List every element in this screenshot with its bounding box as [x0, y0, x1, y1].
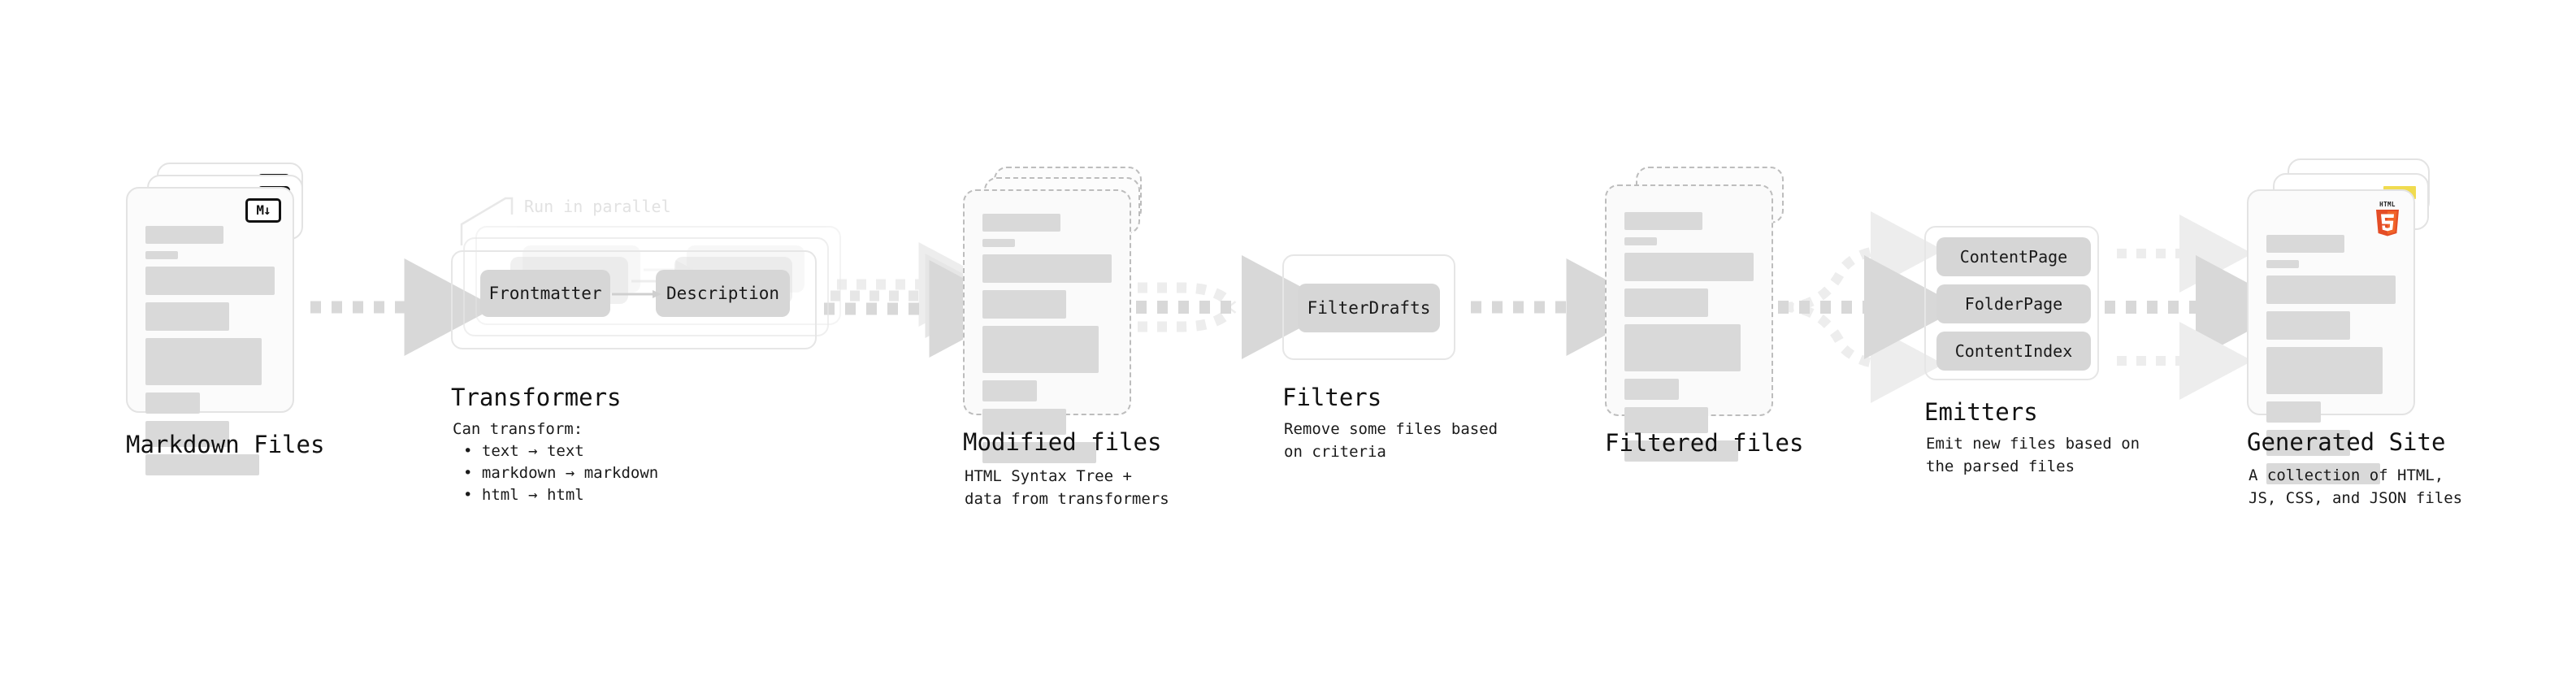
card-bar — [2266, 235, 2344, 253]
markdown-card-body — [145, 226, 275, 483]
filter-chip-filterdrafts[interactable]: FilterDrafts — [1298, 284, 1440, 332]
card-bar — [145, 421, 230, 447]
card-bar — [1624, 324, 1741, 371]
transformers-list-item-1: • markdown → markdown — [463, 464, 659, 482]
card-bar — [2266, 463, 2380, 484]
modified-files-description: HTML Syntax Tree + data from transformer… — [965, 467, 1169, 508]
filtered-card-body — [1624, 212, 1754, 469]
card-bar — [982, 254, 1112, 283]
card-bar — [982, 409, 1067, 435]
transformers-list-item-2: • html → html — [463, 486, 584, 504]
run-in-parallel-label: Run in parallel — [524, 197, 671, 216]
card-bar — [1624, 407, 1709, 433]
card-bar — [1624, 237, 1657, 245]
run-in-parallel-bracket — [460, 197, 514, 245]
filters-caption: Filters — [1282, 384, 1382, 411]
card-bar — [2266, 347, 2383, 394]
connector-modified-to-filters — [1136, 255, 1339, 359]
card-bar — [1624, 379, 1679, 400]
card-bar — [145, 454, 259, 475]
emitters-caption: Emitters — [1924, 398, 2038, 426]
generated-card-body — [2266, 235, 2396, 492]
modified-card-body — [982, 214, 1112, 471]
card-bar — [982, 239, 1015, 247]
transformers-caption: Transformers — [451, 384, 622, 411]
card-bar — [2266, 275, 2396, 304]
modified-card-front — [963, 189, 1131, 463]
modified-files-caption: Modified files — [963, 428, 1162, 456]
transformer-chip-description[interactable]: Description — [656, 270, 790, 317]
card-bar — [1624, 440, 1738, 462]
transformer-layer-front[interactable]: Frontmatter Description — [451, 250, 817, 349]
card-bar — [982, 380, 1037, 401]
card-bar — [145, 338, 262, 385]
card-bar — [145, 226, 223, 244]
generated-site-card-stack: CSS HTML — [2247, 158, 2450, 484]
filtered-card-front — [1605, 184, 1773, 462]
emitter-chip-contentindex[interactable]: ContentIndex — [1936, 332, 2091, 371]
card-bar — [982, 290, 1067, 319]
emitters-group-box[interactable]: ContentPage FolderPage ContentIndex — [1924, 226, 2099, 380]
filters-group-box[interactable]: FilterDrafts — [1282, 254, 1455, 360]
markdown-files-card-stack: M↓ M↓ M↓ — [126, 163, 321, 475]
card-bar — [2266, 311, 2351, 340]
card-bar — [2266, 430, 2351, 456]
card-bar — [982, 326, 1099, 373]
markdown-files-caption: Markdown Files — [126, 431, 325, 458]
card-bar — [2266, 401, 2321, 423]
transformer-chip-frontmatter[interactable]: Frontmatter — [480, 270, 610, 317]
card-bar — [2266, 260, 2299, 268]
card-bar — [982, 214, 1060, 232]
connector-filtered-to-emitters — [1778, 211, 1962, 403]
emitter-chip-folderpage[interactable]: FolderPage — [1936, 284, 2091, 323]
transformer-arrow-front — [612, 290, 661, 298]
connector-transformers-to-modified — [824, 242, 1021, 358]
emitter-chip-contentpage[interactable]: ContentPage — [1936, 237, 2091, 276]
markdown-badge: M↓ — [245, 198, 281, 223]
transformers-description: Can transform: — [453, 420, 583, 438]
emitters-description: Emit new files based on the parsed files — [1926, 435, 2140, 475]
html5-icon: HTML — [2371, 199, 2404, 236]
connector-emitters-to-site — [2105, 215, 2293, 400]
modified-files-card-stack — [963, 167, 1158, 463]
generated-card-front: HTML — [2247, 189, 2415, 484]
card-bar — [145, 393, 200, 414]
card-bar — [145, 251, 178, 259]
generated-site-caption: Generated Site — [2247, 428, 2446, 456]
svg-text:HTML: HTML — [2379, 201, 2396, 208]
transformers-list-item-0: • text → text — [463, 442, 584, 460]
card-bar — [145, 267, 275, 295]
filtered-files-card-stack — [1605, 167, 1800, 462]
filtered-files-caption: Filtered files — [1605, 429, 1804, 457]
card-bar — [1624, 253, 1754, 281]
card-bar — [1624, 212, 1702, 230]
filters-description: Remove some files based on criteria — [1284, 420, 1498, 461]
markdown-card-front: M↓ — [126, 187, 294, 475]
card-bar — [982, 442, 1096, 463]
generated-site-description: A collection of HTML, JS, CSS, and JSON … — [2249, 466, 2463, 507]
card-bar — [1624, 288, 1709, 317]
card-bar — [145, 302, 230, 331]
